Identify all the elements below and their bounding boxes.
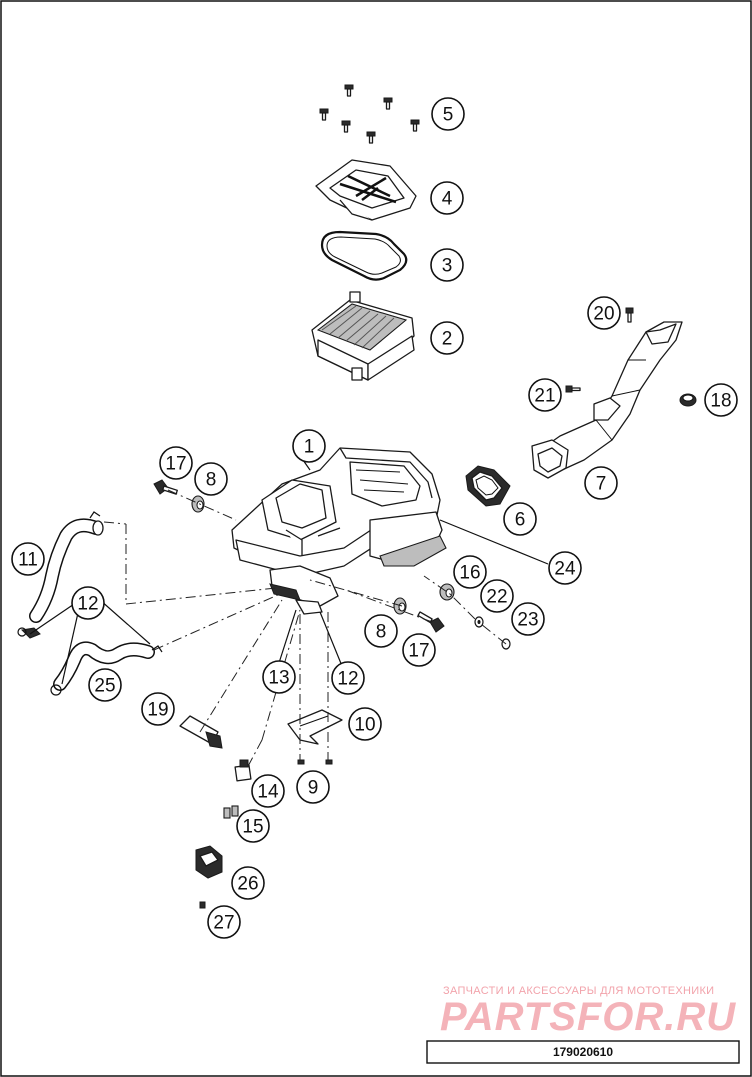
callout-7: 7 [584,466,618,500]
svg-text:6: 6 [515,510,526,531]
svg-text:25: 25 [94,676,115,697]
watermark-tagline: ЗАПЧАСТИ И АКСЕССУАРЫ ДЛЯ МОТОТЕХНИКИ [443,985,714,997]
callout-3: 3 [430,248,464,282]
part-8-bushing-right [393,597,407,615]
watermark-logo: PARTSFOR.RU [440,995,736,1039]
part-19-sensor [179,715,223,749]
assembly-lines [103,489,507,771]
callout-10: 10 [348,707,382,741]
callout-11: 11 [11,542,45,576]
svg-text:17: 17 [165,454,186,475]
svg-text:18: 18 [710,391,731,412]
part-3-seal [320,230,408,281]
part-1-airbox [231,447,447,615]
svg-text:22: 22 [486,587,507,608]
part-14-connector [234,759,252,782]
drawing-number-box: 179020610 [426,1040,740,1064]
callout-8-left: 8 [194,462,228,496]
callout-15: 15 [236,809,270,843]
svg-text:9: 9 [308,778,319,799]
part-6-grommet [465,465,511,507]
svg-text:14: 14 [257,782,279,803]
svg-text:4: 4 [442,189,453,210]
part-20-screw [625,307,634,323]
svg-text:2: 2 [442,329,453,350]
svg-text:5: 5 [443,105,454,126]
svg-text:12: 12 [77,594,98,615]
callout-8-right: 8 [364,614,398,648]
part-4-cover [315,159,417,221]
part-5-screws [319,84,420,144]
callout-17-right: 17 [402,633,436,667]
callout-2: 2 [430,321,464,355]
svg-text:15: 15 [242,817,263,838]
svg-text:1: 1 [304,437,315,458]
svg-text:3: 3 [442,256,453,277]
svg-text:27: 27 [213,913,234,934]
part-7-duct [531,321,683,479]
part-2-filter [311,291,415,381]
svg-text:8: 8 [206,470,217,491]
svg-text:16: 16 [459,563,480,584]
svg-text:24: 24 [554,559,576,580]
svg-text:7: 7 [596,474,607,495]
drawing-number: 179020610 [553,1045,613,1059]
part-8-bushing-left [191,495,205,513]
callout-5: 5 [431,97,465,131]
part-27-screw [199,901,206,909]
callout-23: 23 [511,602,545,636]
svg-text:11: 11 [18,550,38,571]
svg-text:19: 19 [147,700,168,721]
part-17-bolt-left [153,479,178,495]
callout-24: 24 [548,551,582,585]
svg-text:13: 13 [268,668,289,689]
callout-12-left: 12 [71,586,105,620]
callout-26: 26 [231,866,265,900]
part-18-grommet [679,393,697,407]
part-15-clips [223,805,239,819]
part-25-hose [50,641,163,696]
callout-18: 18 [704,383,738,417]
svg-text:26: 26 [237,874,258,895]
part-26-housing [195,845,223,879]
part-9-screws [297,759,333,765]
svg-text:12: 12 [337,669,358,690]
callout-21: 21 [528,378,562,412]
watermark: ЗАПЧАСТИ И АКСЕССУАРЫ ДЛЯ МОТОТЕХНИКИ PA… [440,985,736,1039]
callout-25: 25 [88,668,122,702]
callout-6: 6 [503,502,537,536]
part-16-bushing [439,583,455,601]
part-21-screw [565,385,581,393]
callout-22: 22 [480,579,514,613]
callout-17-left: 17 [159,446,193,480]
callout-12-right: 12 [331,661,365,695]
callout-19: 19 [141,692,175,726]
callout-20: 20 [587,296,621,330]
svg-text:17: 17 [408,641,429,662]
callout-14: 14 [251,774,285,808]
callout-27: 27 [207,905,241,939]
svg-text:10: 10 [354,715,375,736]
svg-text:8: 8 [376,622,387,643]
svg-text:21: 21 [534,386,555,407]
callouts: 1 2 3 4 5 6 7 8 8 9 10 11 12 12 13 14 15… [11,97,738,939]
callout-13: 13 [262,660,296,694]
callout-16: 16 [453,555,487,589]
callout-9: 9 [296,770,330,804]
svg-text:23: 23 [517,610,538,631]
callout-1: 1 [292,429,326,463]
part-10-bracket [287,709,343,745]
callout-4: 4 [430,181,464,215]
svg-text:20: 20 [593,304,614,325]
